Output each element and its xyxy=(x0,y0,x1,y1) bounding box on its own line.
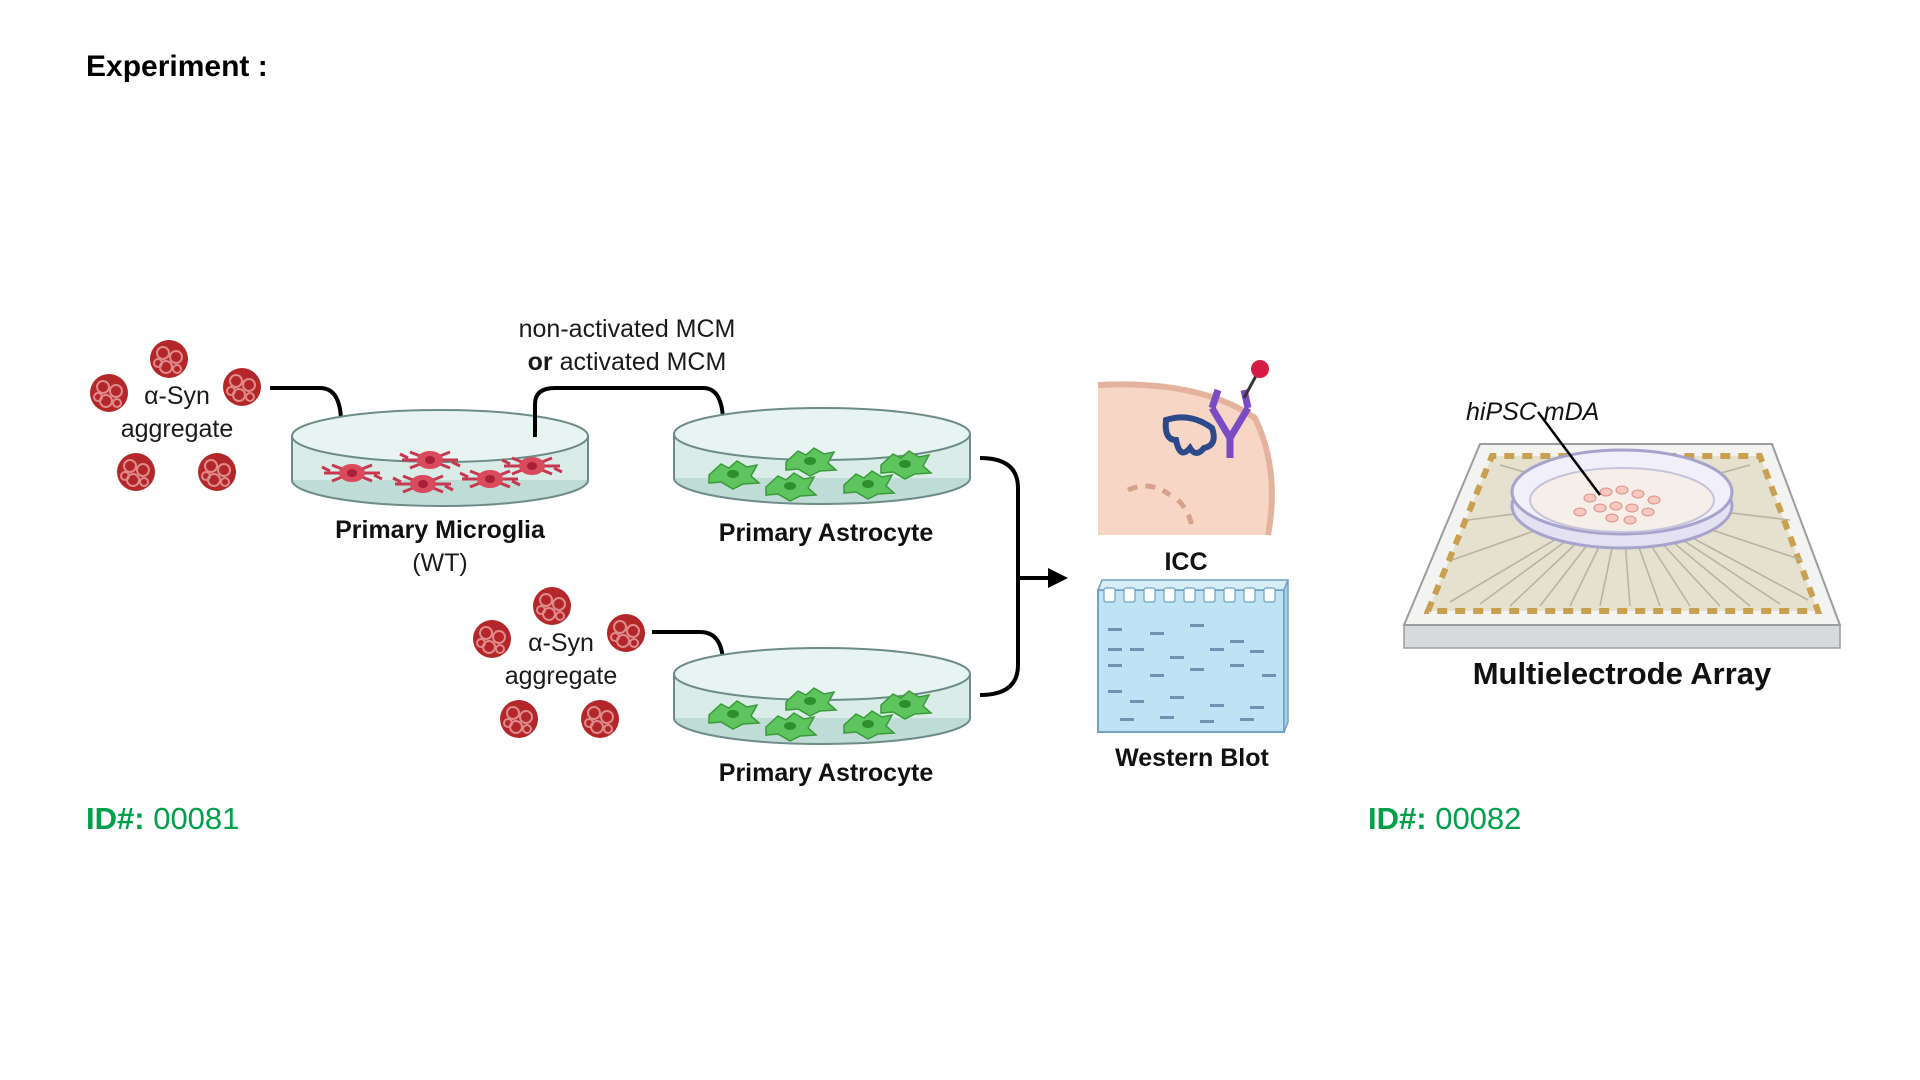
dish-label-astrocyte-top: Primary Astrocyte xyxy=(719,519,934,547)
mea-chip-icon xyxy=(1402,411,1842,649)
aggregate-icon xyxy=(116,452,156,492)
aggregate-label-bottom: α-Syn xyxy=(528,629,594,657)
aggregate-label-top-2: aggregate xyxy=(121,415,234,443)
merge-bracket xyxy=(979,456,1020,697)
aggregate-icon xyxy=(472,619,512,659)
aggregate-label-top: α-Syn xyxy=(144,382,210,410)
device-label: Multielectrode Array xyxy=(1473,656,1772,691)
arrow-microglia-to-astrocyte xyxy=(533,386,733,440)
gel-icon xyxy=(1096,579,1290,733)
heading: Experiment : xyxy=(86,50,268,83)
aggregate-label-bottom-2: aggregate xyxy=(505,662,618,690)
dish-label-microglia: Primary Microglia xyxy=(335,516,546,544)
cell-label: hiPSC mDA xyxy=(1466,398,1599,426)
aggregate-icon xyxy=(580,699,620,739)
id-prefix: ID#: xyxy=(86,801,145,836)
dish-label-microglia-2: (WT) xyxy=(412,549,468,577)
id-value: 00081 xyxy=(153,801,240,836)
aggregate-icon xyxy=(499,699,539,739)
icc-illustration xyxy=(1097,360,1275,536)
petri-dish-astrocyte-bottom xyxy=(673,647,971,745)
aggregate-icon xyxy=(532,586,572,626)
id-value: 00082 xyxy=(1435,801,1522,836)
antigen-icon xyxy=(1162,414,1217,456)
aggregate-icon xyxy=(606,613,646,653)
aggregate-icon xyxy=(149,339,189,379)
conditioning-label: non-activated MCM xyxy=(519,315,736,343)
aggregate-icon xyxy=(89,373,129,413)
aggregate-icon xyxy=(197,452,237,492)
experiment-id-00081: ID#: 00081 xyxy=(86,801,239,837)
dish-label-astrocyte-bottom: Primary Astrocyte xyxy=(719,759,934,787)
assay-label-icc: ICC xyxy=(1164,548,1207,576)
id-prefix: ID#: xyxy=(1368,801,1427,836)
petri-dish-microglia xyxy=(291,409,589,507)
conditioning-label-2: or activated MCM xyxy=(528,348,727,376)
experiment-id-00082: ID#: 00082 xyxy=(1368,801,1521,837)
aggregate-icon xyxy=(222,367,262,407)
conditioning-or: or xyxy=(528,348,553,376)
conditioning-rest: activated MCM xyxy=(553,348,727,376)
petri-dish-astrocyte-top xyxy=(673,407,971,505)
antibody-icon xyxy=(1208,360,1269,458)
cell-pointer xyxy=(1536,411,1602,496)
assay-label-western: Western Blot xyxy=(1115,744,1269,772)
